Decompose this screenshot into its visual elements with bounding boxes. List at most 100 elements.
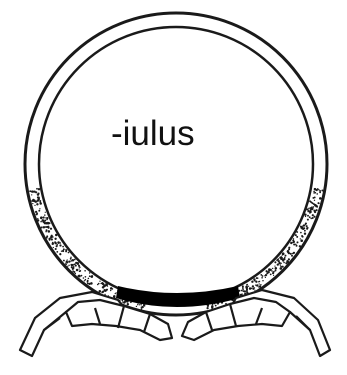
stipple-dot (246, 284, 248, 286)
stipple-dot (288, 248, 290, 250)
stipple-dot (47, 222, 50, 225)
stipple-dot (74, 259, 76, 261)
stipple-dot (274, 261, 276, 263)
stipple-dot (312, 197, 314, 199)
stipple-dot (275, 270, 277, 272)
stipple-dot (308, 208, 309, 209)
stipple-dot (79, 270, 81, 272)
stipple-dot (56, 251, 58, 253)
stipple-dot (32, 203, 33, 204)
stipple-dot (244, 290, 246, 292)
stipple-dot (273, 275, 274, 276)
stipple-dot (282, 260, 284, 262)
stipple-dot (255, 284, 256, 285)
stipple-dot (37, 199, 40, 202)
stipple-dot (295, 243, 297, 245)
stipple-dot (307, 215, 309, 217)
stipple-dot (285, 255, 287, 257)
stipple-dot (321, 189, 323, 191)
stipple-dot (102, 287, 104, 289)
stipple-dot (287, 251, 289, 253)
stipple-dot (40, 217, 42, 219)
stipple-dot (68, 265, 69, 266)
stipple-dot (37, 219, 39, 221)
stipple-dot (65, 264, 67, 266)
stipple-dot (307, 219, 309, 221)
ventral-solid-band (116, 286, 240, 307)
stipple-dot (320, 191, 321, 192)
stipple-dot (127, 303, 129, 305)
stipple-dot (36, 203, 38, 205)
stipple-dot (49, 239, 51, 241)
stipple-dot (84, 270, 86, 272)
stipple-dot (57, 241, 60, 244)
stipple-dot (312, 206, 314, 208)
stipple-dot (282, 252, 285, 255)
stipple-dot (291, 255, 293, 257)
stipple-dot (215, 305, 217, 307)
stipple-dot (67, 259, 68, 260)
stipple-dot (300, 232, 302, 234)
stipple-dot (101, 282, 103, 284)
stipple-dot (280, 264, 281, 265)
stipple-dot (48, 230, 51, 233)
stipple-dot (34, 201, 36, 203)
stipple-dot (304, 214, 306, 216)
stipple-dot (301, 235, 303, 237)
stipple-dot (66, 261, 68, 263)
stipple-dot (61, 251, 62, 252)
stipple-dot (46, 229, 48, 231)
stipple-dot (271, 270, 272, 271)
stipple-dot (114, 295, 116, 297)
stipple-dot (90, 282, 93, 285)
body-inner-ring (39, 27, 313, 301)
stipple-dot (54, 242, 56, 244)
stipple-dot (206, 307, 208, 309)
stipple-dot (71, 265, 73, 267)
stipple-dot (304, 230, 305, 231)
stipple-dot (44, 222, 46, 224)
stipple-dot (75, 265, 77, 267)
stipple-dot (286, 261, 287, 262)
stipple-dot (314, 200, 315, 201)
stipple-dot (264, 275, 265, 276)
stipple-dot (207, 305, 208, 306)
stipple-dot (274, 265, 275, 266)
stipple-dot (246, 289, 248, 291)
stipple-dot (279, 260, 280, 261)
stipple-dot (261, 277, 263, 279)
stipple-dot (141, 308, 143, 310)
stipple-dot (68, 252, 70, 254)
stipple-dot (262, 275, 264, 277)
stipple-dot (44, 227, 45, 228)
stippled-band (29, 188, 323, 310)
stipple-dot (29, 190, 31, 192)
stipple-dot (48, 226, 50, 228)
stipple-dot (280, 258, 283, 261)
stipple-dot (50, 228, 52, 230)
stipple-dot (243, 291, 245, 293)
stipple-dot (76, 269, 79, 272)
stipple-dot (316, 209, 318, 211)
stipple-dot (249, 287, 252, 290)
stipple-dot (312, 217, 314, 219)
stipple-dot (62, 246, 64, 248)
stipple-dot (288, 258, 290, 260)
stipple-dot (302, 225, 304, 227)
stipple-dot (248, 286, 249, 287)
stipple-dot (63, 260, 65, 262)
stipple-dot (91, 275, 94, 278)
stipple-dot (75, 273, 76, 274)
stipple-dot (59, 244, 61, 246)
stipple-dot (318, 203, 320, 205)
stipple-dot (62, 250, 64, 252)
stipple-dot (141, 304, 142, 305)
stipple-dot (56, 244, 58, 246)
stipple-dot (39, 200, 41, 202)
stipple-dot (283, 262, 285, 264)
stipple-dot (292, 239, 294, 241)
stipple-dot (123, 302, 125, 304)
stipple-dot (272, 268, 273, 269)
stipple-dot (292, 253, 294, 255)
stipple-dot (137, 304, 139, 306)
